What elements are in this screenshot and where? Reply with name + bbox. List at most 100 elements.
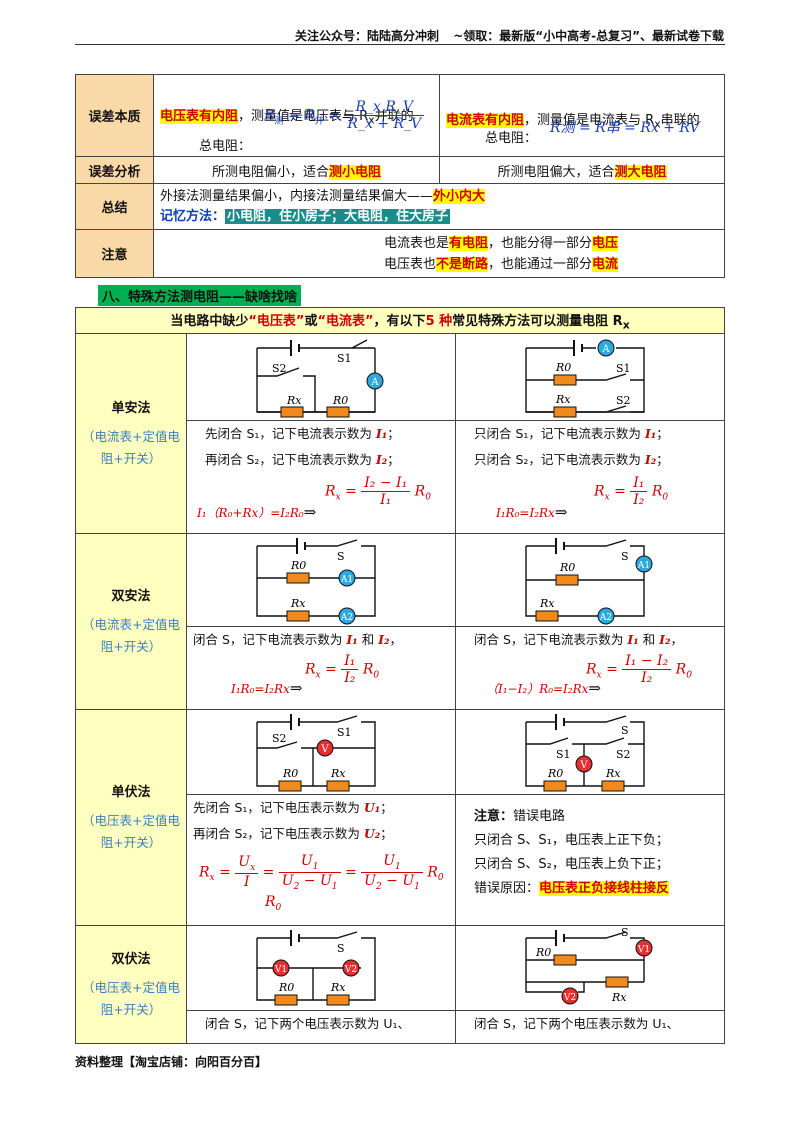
voltmeter-icon xyxy=(575,755,593,773)
ammeter-analysis-cell: 所测电阻偏大，适合测大电阻 xyxy=(439,156,725,184)
label: S xyxy=(337,942,345,955)
text: 常见特殊方法可以测量电阻 R xyxy=(452,313,623,329)
ammeter-icon xyxy=(597,339,615,357)
resistor-r0 xyxy=(553,374,577,386)
denominator: I₂ xyxy=(641,670,653,686)
circuit-diagram: V1 V2 S R0 Rx xyxy=(525,926,653,1005)
note-label: 注意： xyxy=(474,809,514,824)
text: 只闭合 S₁，记下电流表示数为 xyxy=(474,426,645,441)
step-line: 再闭合 S₂，记下电流表示数为 I₂； xyxy=(205,452,400,467)
voltmeter2-icon xyxy=(561,987,579,1005)
text: 先闭合 S₁，记下电压表示数为 xyxy=(193,800,364,815)
label: R0 xyxy=(282,767,298,780)
resistor-rx xyxy=(535,610,559,622)
label: S1 xyxy=(556,748,571,761)
label: V2 xyxy=(344,965,357,975)
denominator: R_x + R_V xyxy=(347,116,422,132)
step-line: 闭合 S，记下两个电压表示数为 U₁、 xyxy=(474,1016,680,1031)
summary-cell: 外接法测量结果偏小，内接法测量结果偏大——外小内大 记忆方法：小电阻，住小房子；… xyxy=(153,183,725,230)
label: Rx xyxy=(290,597,306,610)
var: I₁ xyxy=(375,426,388,441)
label: S1 xyxy=(337,726,352,739)
label: Rx xyxy=(330,767,346,780)
var: I₁ xyxy=(346,632,358,647)
label: V xyxy=(579,760,588,771)
label: A2 xyxy=(599,613,612,623)
row-label: 总结 xyxy=(75,183,154,230)
circuit-diagram: V1 V2 S R0 Rx xyxy=(187,930,455,1006)
ammeter-error-cell: 电流表有内阻，测量值是电流表与 Rx串联的 总电阻： R测 = R串 = Rx … xyxy=(439,74,725,157)
highlight: 有电阻 xyxy=(449,235,489,251)
circuit-diagram: A1 A2 S R0 Rx xyxy=(525,538,653,625)
step-line: 闭合 S，记下电流表示数为 I₁ 和 I₂， xyxy=(193,632,403,647)
step-line: 闭合 S，记下两个电压表示数为 U₁、 xyxy=(205,1016,411,1031)
circuit-diagram: V S S1 S2 R0 Rx xyxy=(525,714,645,792)
label: Rx xyxy=(539,597,555,610)
label: V xyxy=(320,744,329,755)
var: U₂ xyxy=(363,826,381,841)
voltmeter-icon xyxy=(316,739,334,757)
text: 电流表也是 xyxy=(384,235,450,251)
label: A xyxy=(370,377,379,388)
label: R0 xyxy=(535,946,551,959)
row-label: 误差分析 xyxy=(75,156,154,184)
text: 再闭合 S₂，记下电流表示数为 xyxy=(205,452,376,467)
var: I₁ xyxy=(627,632,639,647)
caption: 总电阻： xyxy=(485,131,538,146)
resistor-r0 xyxy=(274,994,298,1006)
text: 闭合 S，记下电流表示数为 xyxy=(474,632,628,647)
label: S xyxy=(337,550,345,563)
text: “电压表” xyxy=(248,313,305,329)
single-ammeter-left: A S1 S2 Rx R0 先闭合 S₁，记下电流表示数为 I₁； 再闭合 S₂… xyxy=(186,333,456,534)
resistor-rx xyxy=(280,406,304,418)
label: R0 xyxy=(290,559,306,572)
special-methods-table: 当电路中缺少“电压表”或“电流表”，有以下5 种常见特殊方法可以测量电阻 Rx … xyxy=(75,307,725,1044)
label: V1 xyxy=(274,965,287,975)
label: S2 xyxy=(616,748,631,761)
method-name: 双安法 xyxy=(111,589,151,604)
method-sub: （电流表+定值电阻+开关） xyxy=(82,429,180,466)
method-sub: （电压表+定值电阻+开关） xyxy=(82,813,180,850)
equation: I₁（R₀+Rx）=I₂R₀⇒ xyxy=(197,503,317,521)
denominator: I₁ xyxy=(380,492,392,508)
note-line: 只闭合 S、S₁，电压表上正下负； xyxy=(474,833,669,848)
text: ，也能分得一部分 xyxy=(488,235,593,251)
text: ，有以下 xyxy=(373,313,426,329)
label: S xyxy=(621,550,629,563)
resistor-rx xyxy=(326,780,350,792)
highlight: 测大电阻 xyxy=(614,164,667,180)
resistor-rx xyxy=(605,976,629,988)
label: V2 xyxy=(563,993,576,1003)
row-label: 注意 xyxy=(75,229,154,278)
header-left: 关注公众号：陆陆高分冲刺 xyxy=(295,29,440,43)
label: A2 xyxy=(340,613,353,623)
section-title: 八、特殊方法测电阻——缺啥找啥 xyxy=(98,285,302,306)
resistor-r0 xyxy=(555,574,579,586)
text: 错误电路 xyxy=(513,809,566,824)
label: S xyxy=(621,926,629,939)
voltmeter2-icon xyxy=(342,959,360,977)
equation: （I₁−I₂）R₀=I₂Rx⇒ xyxy=(486,679,601,697)
var: I₂ xyxy=(659,632,671,647)
highlight: 测小电阻 xyxy=(329,164,382,180)
ammeter1-icon xyxy=(635,555,653,573)
circuit-diagram: A R0 Rx S1 S2 xyxy=(525,339,645,418)
ammeter2-icon xyxy=(338,607,356,625)
numerator: I₁ − I₂ xyxy=(622,653,672,670)
ammeter1-icon xyxy=(338,569,356,587)
text: 只闭合 S₂，记下电流表示数为 xyxy=(474,452,645,467)
method-sub: （电压表+定值电阻+开关） xyxy=(82,980,180,1017)
label: R0 xyxy=(559,561,575,574)
methods-header: 当电路中缺少“电压表”或“电流表”，有以下5 种常见特殊方法可以测量电阻 Rx xyxy=(75,307,725,334)
method-cell-double-ammeter: 双安法 （电流表+定值电阻+开关） xyxy=(75,533,187,710)
label: S xyxy=(621,724,629,737)
resistor-rx xyxy=(286,610,310,622)
text: 再闭合 S₂，记下电压表示数为 xyxy=(193,826,364,841)
text: 当电路中缺少 xyxy=(170,313,249,329)
label: R0 xyxy=(278,981,294,994)
label: V1 xyxy=(637,945,650,955)
